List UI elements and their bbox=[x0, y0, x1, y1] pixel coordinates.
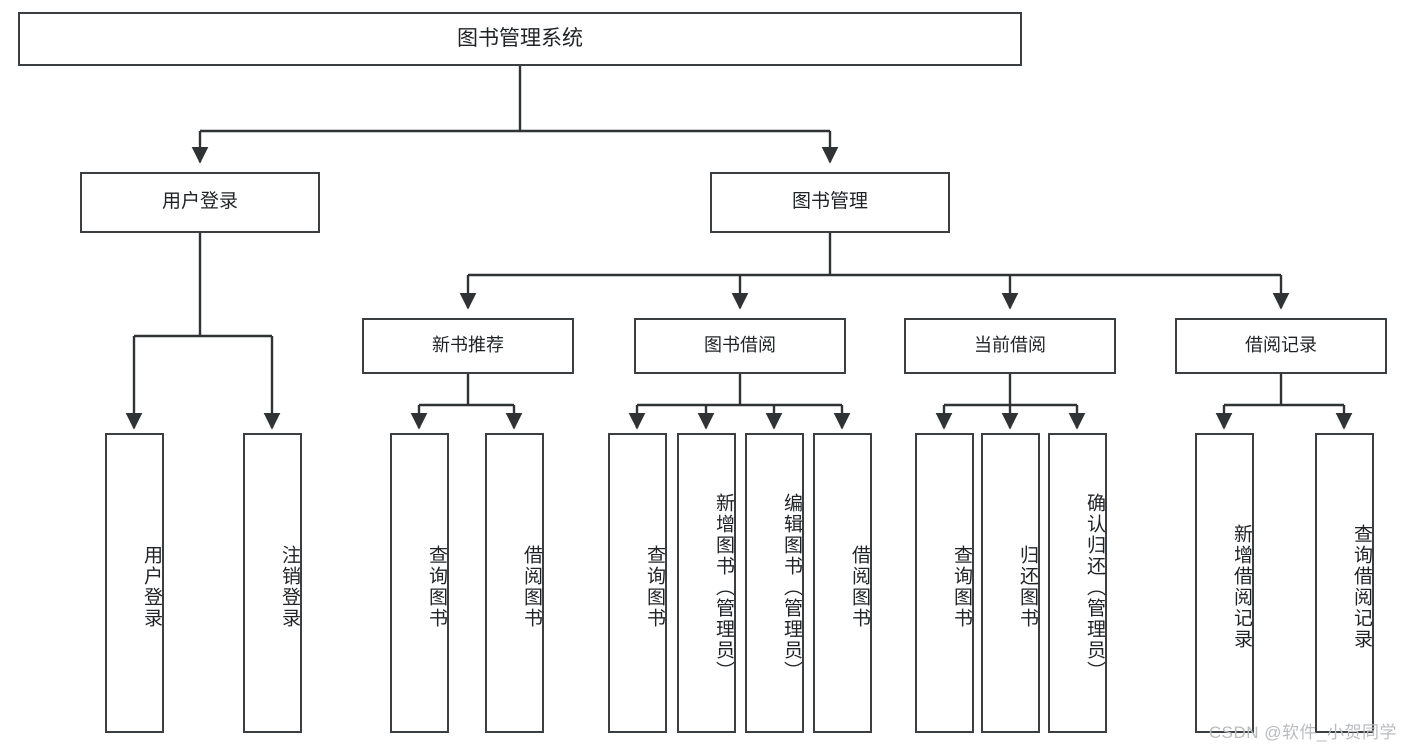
node-book-management[interactable]: 图书管理 bbox=[710, 172, 950, 233]
node-book-borrow[interactable]: 图书借阅 bbox=[634, 318, 846, 374]
leaf-edit-book-admin[interactable]: 编辑图书（管理员） bbox=[745, 433, 804, 733]
node-current-borrow[interactable]: 当前借阅 bbox=[904, 318, 1116, 374]
node-user-login[interactable]: 用户登录 bbox=[80, 172, 320, 233]
leaf-query-book-recommend[interactable]: 查询图书 bbox=[390, 433, 449, 733]
leaf-return-book[interactable]: 归还图书 bbox=[981, 433, 1040, 733]
leaf-borrow-book[interactable]: 借阅图书 bbox=[813, 433, 872, 733]
leaf-borrow-book-recommend[interactable]: 借阅图书 bbox=[485, 433, 544, 733]
node-root-system[interactable]: 图书管理系统 bbox=[18, 12, 1022, 66]
csdn-watermark: CSDN @软件_小贺同学 bbox=[1208, 723, 1397, 742]
leaf-query-book-borrow[interactable]: 查询图书 bbox=[608, 433, 667, 733]
leaf-user-login[interactable]: 用户登录 bbox=[105, 433, 164, 733]
leaf-confirm-return-admin[interactable]: 确认归还（管理员） bbox=[1048, 433, 1107, 733]
node-borrow-record[interactable]: 借阅记录 bbox=[1175, 318, 1387, 374]
leaf-query-book-current[interactable]: 查询图书 bbox=[915, 433, 974, 733]
leaf-add-borrow-record[interactable]: 新增借阅记录 bbox=[1195, 433, 1254, 733]
node-new-book-recommend[interactable]: 新书推荐 bbox=[362, 318, 574, 374]
leaf-logout[interactable]: 注销登录 bbox=[243, 433, 302, 733]
leaf-add-book-admin[interactable]: 新增图书（管理员） bbox=[677, 433, 736, 733]
leaf-query-borrow-record[interactable]: 查询借阅记录 bbox=[1315, 433, 1374, 733]
